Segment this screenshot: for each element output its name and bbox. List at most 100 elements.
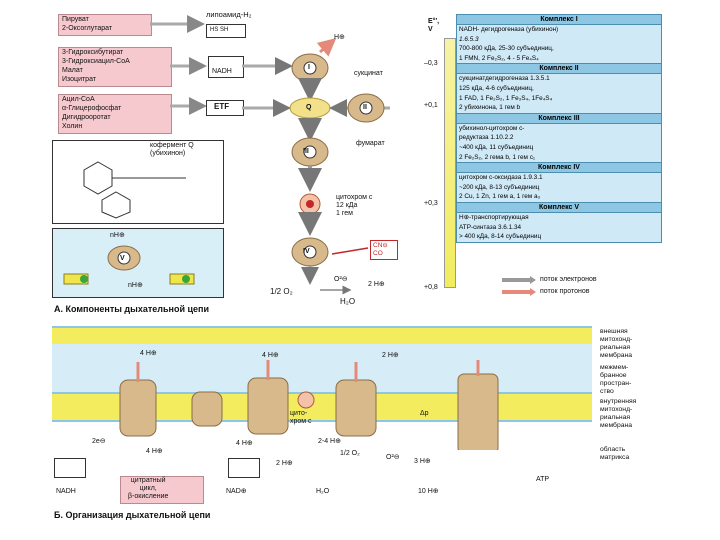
table-row: цитохром с-оксидаза 1.9.3.1 bbox=[456, 173, 662, 183]
half-o2-b: 1/2 O₂ bbox=[340, 450, 360, 457]
half-o2-label: 1/2 O₂ bbox=[270, 287, 293, 296]
complex-ii-label: II bbox=[363, 104, 367, 111]
inhibitor-box bbox=[370, 240, 398, 260]
outer-membrane bbox=[52, 326, 592, 346]
etf-label: ETF bbox=[214, 102, 230, 111]
substrate-choline: Холин bbox=[62, 123, 83, 130]
table-row: 2 Fe₂S₂, 2 гема b, 1 гем c₁ bbox=[456, 152, 662, 163]
complex-v-label: V bbox=[120, 255, 125, 262]
cycle-box bbox=[120, 476, 204, 504]
legend-arrows bbox=[502, 276, 536, 296]
coenzyme-q-label: кофермент Q (убихинон) bbox=[150, 142, 194, 157]
table-row: 700-800 кДа, 25-30 субъединиц, bbox=[456, 44, 662, 54]
two-four-h: 2-4 H⊕ bbox=[318, 438, 341, 445]
o2-minus-label: O²⊖ bbox=[334, 276, 348, 283]
electron-chain-svg bbox=[242, 38, 390, 295]
table-row: редуктаза 1.10.2.2 bbox=[456, 133, 662, 143]
o2-minus-b: O²⊖ bbox=[386, 454, 400, 461]
substrate-oxoglutarate: 2-Оксоглутарат bbox=[62, 25, 113, 32]
nadh-b-symbol bbox=[54, 458, 86, 478]
substrate-box-3 bbox=[58, 94, 172, 134]
substrate-isocitrate: Изоцитрат bbox=[62, 76, 97, 83]
substrate-box-2 bbox=[58, 47, 172, 87]
nh-plus-top: nH⊕ bbox=[110, 232, 125, 239]
outer-membrane-label: внешняя митохонд- риальная мембрана bbox=[600, 328, 633, 359]
lipoamide-box bbox=[206, 24, 246, 38]
atp-label: ATP bbox=[536, 476, 550, 483]
tick-plus-03: +0,3 bbox=[424, 200, 438, 207]
h2o-label: H₂O bbox=[340, 297, 356, 306]
table-row: 1.6.5.3 bbox=[456, 34, 662, 45]
two-h-bottom: 2 H⊕ bbox=[276, 460, 293, 467]
table-head-complex-iv: Комплекс IV bbox=[456, 162, 662, 174]
panel-b-title: Б. Организация дыхательной цепи bbox=[54, 510, 211, 520]
cycle-label: цитратный цикл, β-окисление bbox=[128, 477, 169, 500]
three-h: 3 H⊕ bbox=[414, 458, 431, 465]
table-row: ~400 кДа, 11 субъединиц bbox=[456, 142, 662, 153]
panel-a-title: А. Компоненты дыхательной цепи bbox=[54, 304, 209, 314]
table-head-complex-iii: Комплекс III bbox=[456, 112, 662, 124]
complex-iii-label: III bbox=[303, 148, 309, 155]
tick-minus-03: –0,3 bbox=[424, 60, 438, 67]
substrate-acyl-coa: Ацил-CoA bbox=[62, 96, 95, 103]
ten-h: 10 H⊕ bbox=[418, 488, 439, 495]
table-row: 2 убихинона, 1 гем b bbox=[456, 103, 662, 113]
substrate-glycerophosphate: α-Глицерофосфат bbox=[62, 105, 122, 112]
nadh-label: NADH bbox=[212, 68, 232, 75]
cytochrome-c-label: цитохром с 12 кДа 1 гем bbox=[336, 194, 373, 217]
substrate-arrows bbox=[150, 15, 207, 115]
table-row: убихинол-цитохром с- bbox=[456, 123, 662, 134]
complex-v-shape bbox=[63, 245, 195, 285]
inhibitor-label: CN⊖ CO bbox=[373, 242, 388, 257]
table-row: 2 Cu, 1 Zn, 1 гем a, 1 гем a₃ bbox=[456, 192, 662, 202]
table-row: 1 FAD, 1 Fe₂S₂, 1 Fe₃S₄, 1Fe₄S₄ bbox=[456, 93, 662, 104]
table-row: NADH- дегидрогеназа (убихинон) bbox=[456, 25, 662, 35]
substrate-hydroxyacyl: 3-Гидроксиацил-CoA bbox=[62, 58, 130, 65]
substrate-hydroxybutyrate: 3-Гидроксибутират bbox=[62, 49, 124, 56]
table-head-complex-v: Комплекс V bbox=[456, 201, 662, 213]
nh-plus-bottom: nH⊕ bbox=[128, 282, 143, 289]
nad-b-label: NAD⊕ bbox=[226, 488, 247, 495]
table-row: 125 кДа, 4-6 субъединиц, bbox=[456, 83, 662, 94]
tick-plus-01: +0,1 bbox=[424, 102, 438, 109]
two-e-label: 2e⊖ bbox=[92, 438, 106, 445]
four-h-3: 4 H⊕ bbox=[146, 448, 163, 455]
substrate-malate: Малат bbox=[62, 67, 83, 74]
four-h-1: 4 H⊕ bbox=[140, 350, 157, 357]
tick-plus-08: +0,8 bbox=[424, 284, 438, 291]
substrate-pyruvate: Пируват bbox=[62, 16, 89, 23]
nad-b-symbol bbox=[228, 458, 260, 478]
two-h-plus-label: 2 H⊕ bbox=[368, 281, 385, 288]
scale-header: E°′, V bbox=[428, 18, 440, 33]
lipoamide-label: липоамид-H₂ bbox=[206, 10, 252, 19]
table-row: ~200 кДа, 8-13 субъединиц bbox=[456, 182, 662, 193]
hs-sh-label: HS SH bbox=[210, 27, 229, 33]
panel-b-proteins bbox=[119, 360, 499, 450]
coenzyme-q-box bbox=[52, 140, 224, 224]
complex-i-label: I bbox=[308, 64, 310, 71]
h2o-b-label: H₂O bbox=[316, 488, 330, 495]
four-h-2: 4 H⊕ bbox=[262, 352, 279, 359]
table-head-complex-i: Комплекс I bbox=[456, 14, 662, 25]
inner-membrane-label: внутренняя митохонд- риальная мембрана bbox=[600, 398, 637, 429]
nadh-b-label: NADH bbox=[56, 488, 76, 495]
complex-iv-label: IV bbox=[303, 248, 310, 255]
legend-protons: поток протонов bbox=[540, 288, 590, 295]
cytochrome-b-label: цито- хром с bbox=[290, 410, 312, 425]
q-label: Q bbox=[306, 104, 312, 111]
succinate-label: сукцинат bbox=[354, 70, 383, 77]
h-plus-label: H⊕ bbox=[334, 34, 345, 41]
table-row: H⊕-транспортирующая bbox=[456, 212, 662, 223]
legend-electrons: поток электронов bbox=[540, 276, 597, 283]
two-h-top: 2 H⊕ bbox=[382, 352, 399, 359]
substrate-dihydroorotate: Дигидрооротат bbox=[62, 114, 111, 121]
four-h-4: 4 H⊕ bbox=[236, 440, 253, 447]
table-row: > 400 кДа, 8-14 субъединиц bbox=[456, 232, 662, 243]
ubiquinone-structure bbox=[83, 161, 186, 219]
table-row: сукцинатдегидрогеназа 1.3.5.1 bbox=[456, 74, 662, 84]
matrix-label: область матрикса bbox=[600, 446, 630, 461]
intermembrane-label: межмем- бранное простран- ство bbox=[600, 364, 632, 395]
delta-p-label: Δp bbox=[420, 410, 429, 417]
table-head-complex-ii: Комплекс II bbox=[456, 63, 662, 75]
table-row: 1 FMN, 2 Fe₂S₂, 4 - 5 Fe₄S₄ bbox=[456, 53, 662, 64]
